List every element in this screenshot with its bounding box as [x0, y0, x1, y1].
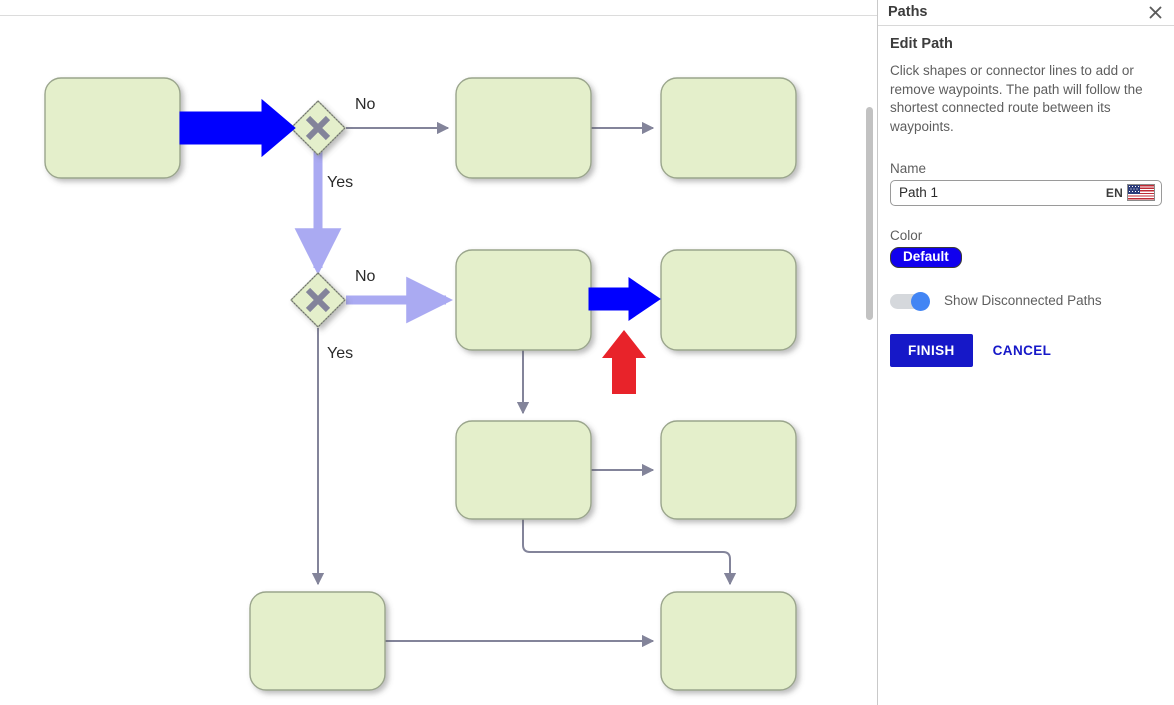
panel-title: Paths: [888, 4, 928, 21]
canvas-scrollbar-thumb[interactable]: [866, 107, 873, 320]
red-up-arrow-icon: [602, 330, 646, 394]
task-node-1[interactable]: [44, 77, 181, 179]
gateway-x-icon-1: [305, 115, 331, 141]
paths-side-panel: Paths Edit Path Click shapes or connecto…: [878, 0, 1174, 705]
close-icon[interactable]: [1146, 4, 1164, 22]
edge-label-layer: No Yes No Yes: [327, 96, 376, 362]
color-default-chip[interactable]: Default: [890, 246, 962, 269]
task-node-8[interactable]: [249, 591, 386, 691]
panel-header: Paths: [878, 0, 1174, 26]
task-node-9[interactable]: [660, 591, 797, 691]
name-input[interactable]: Path 1: [899, 185, 939, 200]
show-disconnected-paths-toggle[interactable]: [890, 292, 934, 312]
panel-actions: FINISH CANCEL: [890, 334, 1162, 368]
gateway-node-2[interactable]: [290, 272, 346, 328]
help-text: Click shapes or connector lines to add o…: [890, 63, 1143, 134]
canvas-top-divider: [0, 15, 877, 16]
language-code-label: EN: [1105, 185, 1123, 200]
dim-path-layer: [294, 150, 454, 324]
flowchart-svg: No Yes No Yes: [44, 77, 797, 691]
show-disconnected-paths-label: Show Disconnected Paths: [944, 292, 1102, 308]
gateway-x-icon-2: [305, 287, 331, 313]
highlighted-path-arrow-2[interactable]: [588, 277, 661, 321]
edge-label-yes-2: Yes: [327, 345, 353, 362]
panel-body: Edit Path Click shapes or connector line…: [878, 26, 1174, 368]
edge-label-no-2: No: [355, 268, 376, 285]
shape-layer: [44, 77, 797, 691]
task-node-5[interactable]: [660, 249, 797, 351]
show-disconnected-paths-row: Show Disconnected Paths: [890, 292, 1162, 312]
panel-divider: [877, 0, 878, 705]
canvas-vertical-scrollbar[interactable]: [865, 0, 874, 705]
task-node-7[interactable]: [660, 420, 797, 520]
us-flag-icon[interactable]: [1127, 184, 1155, 201]
finish-button[interactable]: FINISH: [890, 334, 973, 368]
task-node-6[interactable]: [455, 420, 592, 520]
section-title-edit-path: Edit Path: [890, 36, 953, 52]
gateway-node-1[interactable]: [290, 100, 346, 156]
name-field-label: Name: [890, 160, 927, 176]
name-input-wrapper[interactable]: Path 1 EN: [890, 179, 1162, 206]
task-node-3[interactable]: [660, 77, 797, 179]
connector-node6-to-node9[interactable]: [522, 519, 737, 586]
task-node-2[interactable]: [455, 77, 592, 179]
diagram-canvas[interactable]: No Yes No Yes: [0, 0, 877, 705]
task-node-4[interactable]: [455, 249, 592, 351]
color-field-label: Color: [890, 227, 923, 243]
edge-label-yes-1: Yes: [327, 174, 353, 191]
connector-layer: [311, 121, 737, 648]
highlighted-path-layer: [179, 98, 661, 321]
highlighted-path-arrow-1[interactable]: [179, 98, 296, 158]
edge-label-no-1: No: [355, 96, 376, 113]
toggle-knob: [911, 292, 930, 312]
cursor-arrow-indicator: [602, 330, 646, 394]
cancel-button[interactable]: CANCEL: [979, 334, 1066, 367]
